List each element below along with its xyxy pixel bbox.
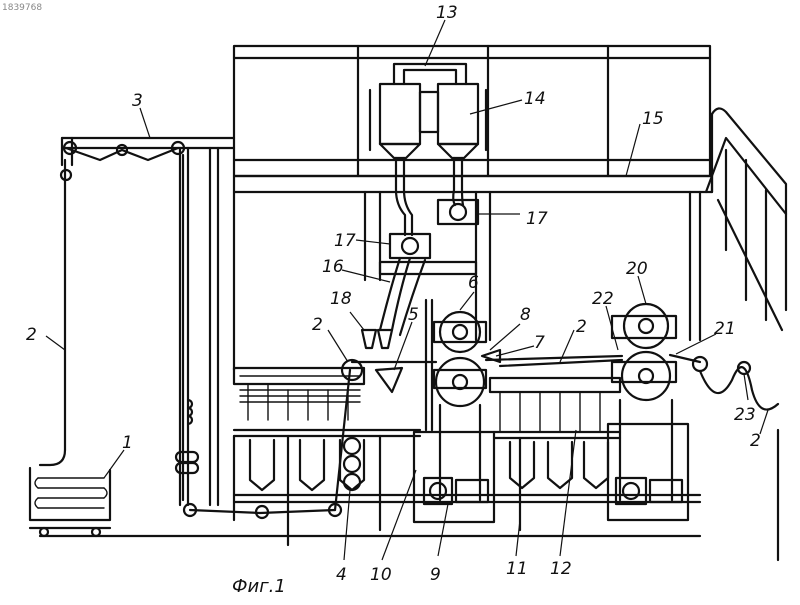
valve-17-upper <box>438 200 478 224</box>
label-13: 13 <box>436 3 458 23</box>
label-2-middle: 2 <box>576 317 587 337</box>
label-12: 12 <box>550 559 572 579</box>
label-2-left: 2 <box>26 325 37 345</box>
label-18: 18 <box>330 289 352 309</box>
rollers-4 <box>344 438 360 490</box>
label-22: 22 <box>592 289 614 309</box>
label-16: 16 <box>322 257 344 277</box>
label-21: 21 <box>714 319 736 339</box>
label-1: 1 <box>122 433 133 453</box>
label-4: 4 <box>336 565 347 585</box>
label-2-entry: 2 <box>312 315 323 335</box>
container-1 <box>30 468 110 536</box>
corner-number: 1839768 <box>2 3 42 13</box>
label-11: 11 <box>506 559 528 579</box>
figure-caption: Фиг.1 <box>232 576 286 597</box>
label-9: 9 <box>430 565 441 585</box>
valve-17-lower <box>390 234 430 258</box>
label-7: 7 <box>534 333 545 353</box>
upper-frame <box>234 46 710 176</box>
label-2-exit: 2 <box>750 431 761 451</box>
left-guide-column-3 <box>61 138 234 505</box>
label-3: 3 <box>132 91 143 111</box>
label-17-lower: 17 <box>334 231 356 251</box>
roll-stand-20-21 <box>608 304 688 520</box>
label-15: 15 <box>642 109 664 129</box>
label-20: 20 <box>626 259 648 279</box>
hoppers-13-14 <box>370 64 486 158</box>
label-17-upper: 17 <box>526 209 548 229</box>
strip-2-main <box>352 355 778 410</box>
label-10: 10 <box>370 565 392 585</box>
label-5: 5 <box>408 305 419 325</box>
label-6: 6 <box>468 273 479 293</box>
beam-15 <box>234 176 712 192</box>
lower-base <box>234 430 700 545</box>
label-8: 8 <box>520 305 531 325</box>
label-14: 14 <box>524 89 546 109</box>
label-23: 23 <box>734 405 756 425</box>
heater-manifold-right <box>490 378 620 530</box>
